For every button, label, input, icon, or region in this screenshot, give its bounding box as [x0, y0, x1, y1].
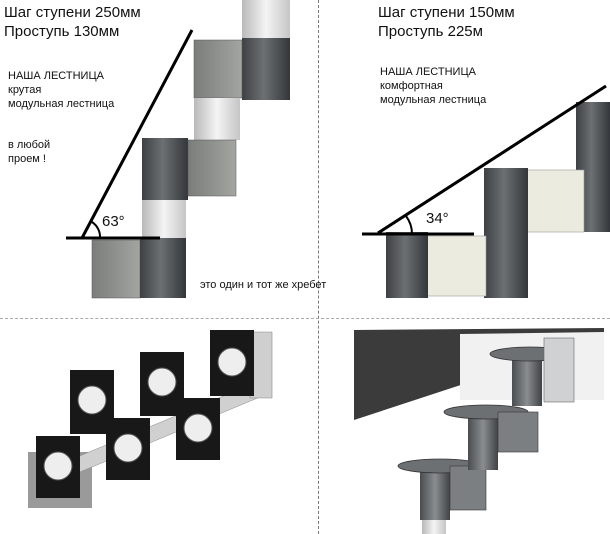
comfort-stair-model [362, 84, 610, 298]
pipe-segment [242, 0, 290, 40]
pipe-hole [217, 347, 247, 377]
caption: это один и тот же хребет [200, 279, 327, 291]
mount-bracket [449, 465, 487, 511]
pipe-segment [142, 200, 186, 240]
slope-line [80, 29, 194, 239]
step-block [91, 239, 141, 299]
step-block [419, 235, 487, 297]
pipe-hole [113, 433, 143, 463]
angle-arc [91, 221, 102, 239]
left-label-heading: НАША ЛЕСТНИЦА [8, 70, 104, 82]
pipe-segment [420, 466, 450, 520]
left-step-height: Шаг ступени 250мм [4, 4, 141, 21]
left-note-line1: в любой [8, 139, 51, 151]
pipe-hole [77, 385, 107, 415]
angle-arc [405, 215, 413, 235]
slope-line [377, 84, 607, 235]
left-angle-label: 63° [102, 213, 125, 230]
step-block [193, 39, 243, 99]
pipe-hole [183, 413, 213, 443]
right-step-height: Шаг ступени 150мм [378, 4, 515, 21]
right-label-heading: НАША ЛЕСТНИЦА [380, 66, 476, 78]
steep-stair-model [66, 0, 290, 299]
wall-stair-model [354, 328, 604, 534]
right-tread-depth: Проступь 225м [378, 23, 483, 40]
pipe-hole [147, 367, 177, 397]
mount-bracket [497, 411, 539, 453]
right-angle-label: 34° [426, 210, 449, 227]
vertical-divider [318, 0, 319, 534]
right-label-line1: комфортная [380, 80, 443, 92]
plate-layout [28, 330, 273, 508]
pipe-segment [142, 138, 188, 200]
left-tread-depth: Проступь 130мм [4, 23, 120, 40]
pipe-segment [140, 238, 186, 298]
left-label-line2: модульная лестница [8, 98, 115, 110]
plate-holes [43, 347, 247, 481]
pipe-segment [512, 356, 542, 406]
step-block [517, 169, 585, 233]
left-note-line2: проем ! [8, 153, 46, 165]
pipe-segment [386, 232, 428, 298]
horizontal-divider [0, 318, 610, 319]
pipe-segment [484, 168, 528, 298]
right-label-line2: модульная лестница [380, 94, 487, 106]
pipe-segment [194, 98, 240, 140]
pipe-hole [43, 451, 73, 481]
pipe-segment [468, 414, 498, 470]
step-block [187, 139, 237, 197]
pipe-segment [242, 38, 290, 100]
wall-bracket [543, 337, 575, 403]
left-label-line1: крутая [8, 84, 42, 96]
